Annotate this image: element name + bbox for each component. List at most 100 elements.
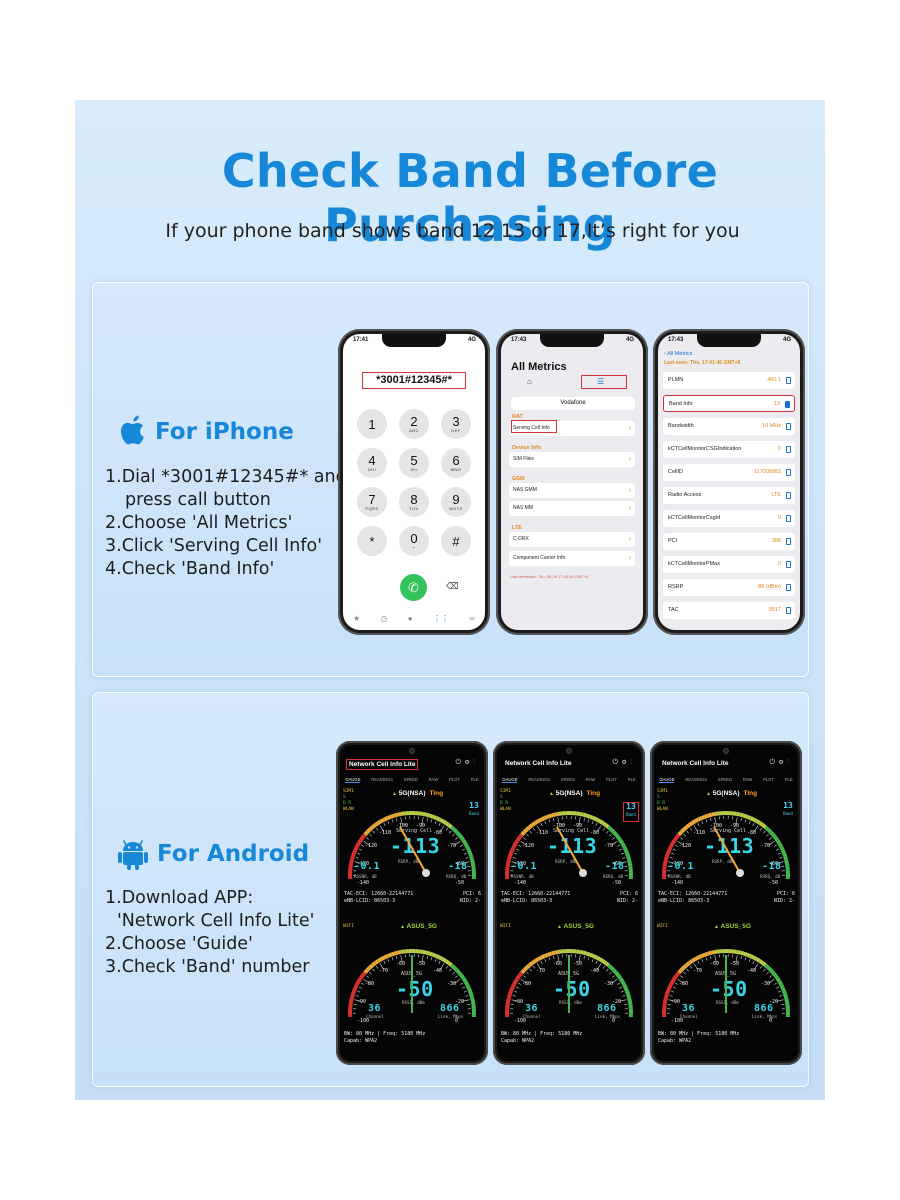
gauge-tick-label: -80	[522, 981, 532, 987]
home-icon[interactable]: ⌂	[527, 377, 532, 386]
bookmark-icon[interactable]	[786, 584, 791, 591]
row-component-carrier[interactable]: Component Carrier Info›	[509, 551, 635, 566]
gear-icon: ⚙	[622, 758, 631, 766]
keypad-key[interactable]: *	[357, 526, 387, 556]
camera-icon	[723, 748, 729, 754]
rssnr-value: -0.1	[354, 861, 381, 872]
bookmark-icon[interactable]	[786, 607, 791, 614]
keypad-key[interactable]: 1	[357, 409, 387, 439]
network-type: ▲ 5G(NSA)Ting	[392, 790, 444, 797]
favorites-icon[interactable]: ★	[353, 614, 361, 623]
row-nas-mm[interactable]: NAS MM›	[509, 501, 635, 516]
row-sim-files[interactable]: SIM Files›	[509, 452, 635, 467]
gauge-tick-label: 0	[769, 1018, 773, 1024]
tab-plot[interactable]: PLOT	[449, 777, 460, 782]
tab-speed[interactable]: SPEED	[403, 777, 418, 782]
keypad-key[interactable]: 0+	[399, 526, 429, 556]
bookmark-icon[interactable]	[786, 561, 791, 568]
gauge-tick-label: -100	[671, 1018, 684, 1024]
call-button[interactable]: ✆	[400, 574, 427, 601]
row-nas-gmm[interactable]: NAS GMM›	[509, 483, 635, 498]
bookmark-icon[interactable]	[786, 446, 791, 453]
tab-ple[interactable]: PLE	[470, 777, 479, 782]
back-link[interactable]: ‹ All Metrics	[664, 351, 693, 357]
power-icon: ⏻	[455, 758, 466, 766]
dialed-number[interactable]: *3001#12345#*	[362, 372, 466, 389]
keypad-key[interactable]: #	[441, 526, 471, 556]
bookmark-icon[interactable]	[786, 469, 791, 476]
tab-gauge[interactable]: GAUGE	[659, 777, 675, 783]
tab-gauge[interactable]: GAUGE	[502, 777, 518, 783]
tab-raw[interactable]: RAW	[428, 777, 439, 782]
bookmark-icon[interactable]	[786, 538, 791, 545]
tab-readings[interactable]: READINGS	[371, 777, 394, 782]
carrier-pill[interactable]: Vodafone	[511, 397, 635, 410]
gauge-tick-label: -140	[671, 880, 684, 886]
contacts-icon[interactable]: ●	[407, 614, 413, 623]
tab-readings[interactable]: READINGS	[528, 777, 551, 782]
gauge-tick-label: -90	[671, 999, 681, 1005]
gauge-tick-label: -110	[379, 830, 392, 836]
link-value: 866	[597, 1003, 617, 1014]
tab-plot[interactable]: PLOT	[606, 777, 617, 782]
tab-speed[interactable]: SPEED	[717, 777, 732, 782]
iphone-panel: For iPhone 1.Dial *3001#12345#* and pres…	[92, 282, 809, 677]
rsrp-unit: RSRP, dBm	[398, 859, 421, 864]
tab-raw[interactable]: RAW	[742, 777, 753, 782]
voicemail-icon[interactable]: ∞	[469, 614, 475, 623]
tab-raw[interactable]: RAW	[585, 777, 596, 782]
link-label: Link, Mbps	[752, 1014, 778, 1019]
android-panel: For Android 1.Download APP: 'Network Cel…	[92, 692, 809, 1087]
cell-ids: TAC-ECI: 12660-22144771 eNB-LCID: 86503-…	[501, 891, 571, 904]
app-toolbar-icons[interactable]: ⏻⚙⋮	[455, 758, 479, 767]
recents-icon[interactable]: ◷	[380, 614, 388, 623]
bookmark-icon[interactable]	[786, 515, 791, 522]
gauge-tick-label: -90	[416, 823, 426, 829]
key-letters: JKL	[409, 467, 419, 472]
metric-row[interactable]: RSRP-86 (dBm)	[663, 579, 795, 596]
metric-key: Radio Access	[668, 492, 702, 498]
bookmark-icon[interactable]	[786, 377, 791, 384]
metric-key: kCTCellMonitorCSGIndication	[668, 446, 742, 452]
tab-ple[interactable]: PLE	[627, 777, 636, 782]
row-c-drx[interactable]: C-DRX›	[509, 532, 635, 547]
list-icon[interactable]: ☰	[597, 377, 605, 386]
delete-icon[interactable]: ⌫	[446, 581, 459, 591]
tab-speed[interactable]: SPEED	[560, 777, 575, 782]
tab-readings[interactable]: READINGS	[685, 777, 708, 782]
app-toolbar-icons[interactable]: ⏻⚙⋮	[769, 758, 793, 767]
bookmark-icon[interactable]	[786, 492, 791, 499]
tab-gauge[interactable]: GAUGE	[345, 777, 361, 783]
bookmark-icon[interactable]	[786, 423, 791, 430]
gauge-tick-label: -40	[433, 968, 443, 974]
keypad-tab-icon[interactable]: ⋮⋮	[432, 614, 449, 623]
tab-plot[interactable]: PLOT	[763, 777, 774, 782]
bookmark-icon[interactable]	[785, 401, 790, 408]
gauge-tick-label: -80	[590, 830, 600, 836]
key-digit: 5	[410, 453, 418, 468]
gauge-tick-label: -80	[747, 830, 757, 836]
tab-ple[interactable]: PLE	[784, 777, 793, 782]
app-toolbar-icons[interactable]: ⏻⚙⋮	[612, 758, 636, 767]
